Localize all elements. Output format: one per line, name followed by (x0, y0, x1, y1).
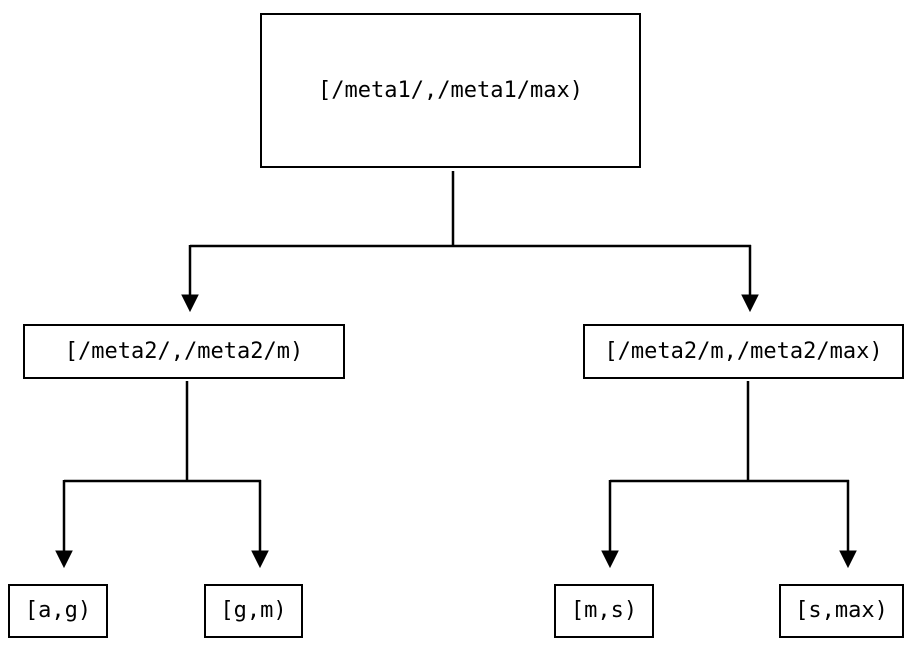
edge-root-to-level2 (181, 171, 759, 313)
node-meta2-lower-range: [/meta2/,/meta2/m) (23, 324, 345, 379)
node-root-meta1-range: [/meta1/,/meta1/max) (260, 13, 641, 168)
edge-left-to-leaves (55, 381, 269, 569)
arrow-down-icon (55, 550, 73, 569)
arrow-down-icon (181, 294, 199, 313)
arrow-down-icon (839, 550, 857, 569)
arrow-down-icon (251, 550, 269, 569)
edge-right-to-leaves (601, 381, 857, 569)
arrow-down-icon (601, 550, 619, 569)
node-leaf-a-g: [a,g) (8, 584, 108, 638)
arrow-down-icon (741, 294, 759, 313)
node-leaf-g-m: [g,m) (204, 584, 303, 638)
node-meta2-upper-range: [/meta2/m,/meta2/max) (583, 324, 904, 379)
node-leaf-s-max: [s,max) (779, 584, 904, 638)
node-leaf-m-s: [m,s) (554, 584, 654, 638)
